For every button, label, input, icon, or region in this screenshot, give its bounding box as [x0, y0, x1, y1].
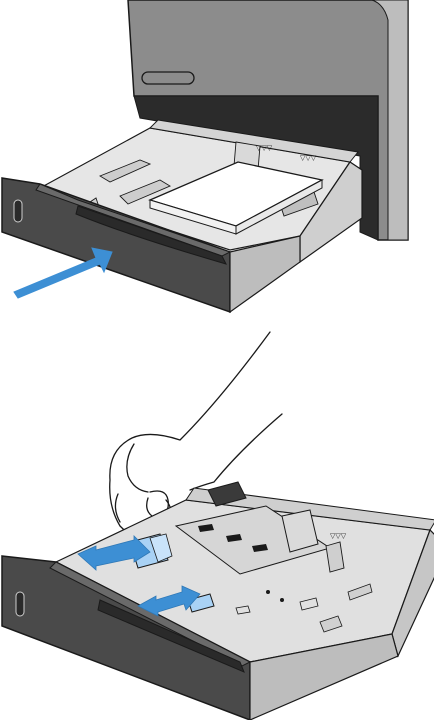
- insert-tray-svg: ▽▽▽ ▽▽▽: [0, 0, 434, 330]
- insert-tray-illustration: ▽▽▽ ▽▽▽: [0, 0, 434, 330]
- paper-tray: ▽▽▽ ▽▽▽: [2, 120, 362, 312]
- adjust-guides-illustration: ▽▽▽: [0, 330, 434, 720]
- paper-tray: ▽▽▽: [2, 482, 434, 720]
- fill-limit-marks: ▽▽▽: [330, 532, 347, 540]
- tray-size-window: [16, 592, 24, 616]
- fill-limit-marks-2: ▽▽▽: [300, 154, 317, 162]
- adjust-guides-svg: ▽▽▽: [0, 330, 434, 720]
- insert-direction-arrow: [14, 248, 112, 298]
- tray-size-window: [14, 200, 22, 222]
- fill-limit-marks-1: ▽▽▽: [256, 144, 273, 152]
